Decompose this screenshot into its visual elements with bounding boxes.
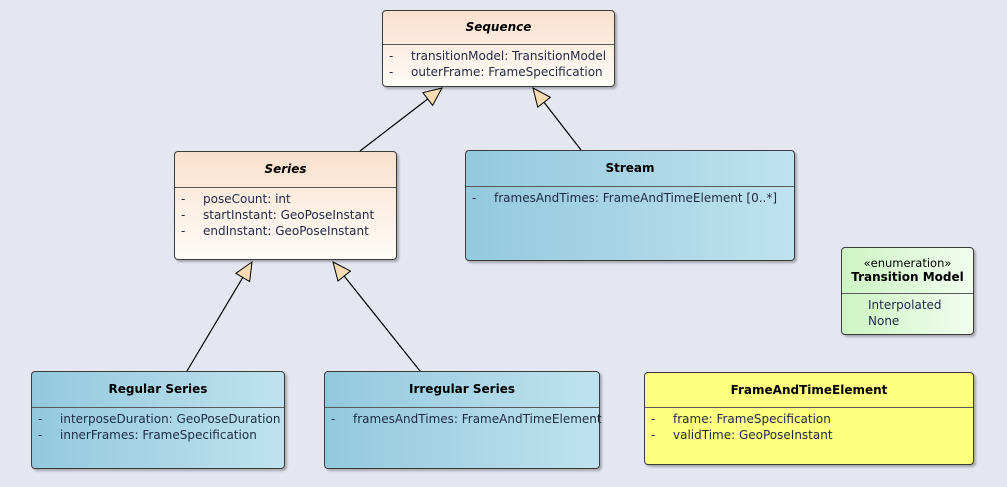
visibility-marker: - bbox=[389, 65, 394, 79]
attribute-text: interposeDuration: GeoPoseDuration bbox=[60, 412, 281, 426]
attribute-row: - outerFrame: FrameSpecification bbox=[383, 64, 614, 80]
generalization-arrowhead bbox=[332, 261, 352, 282]
visibility-marker: - bbox=[651, 428, 656, 442]
generalization-line bbox=[359, 98, 429, 152]
visibility-marker: - bbox=[472, 191, 477, 205]
attribute-text: poseCount: int bbox=[203, 192, 291, 206]
class-header: Regular Series bbox=[32, 372, 284, 408]
visibility-marker: - bbox=[331, 412, 336, 426]
attribute-text: framesAndTimes: FrameAndTimeElement [0..… bbox=[494, 191, 778, 205]
class-attributes: - poseCount: int - startInstant: GeoPoseIns… bbox=[175, 188, 396, 239]
class-series[interactable]: Series - poseCount: int - startInstant: GeoP… bbox=[174, 151, 397, 260]
class-stereotype: «enumeration» bbox=[863, 256, 952, 270]
attribute-text: frame: FrameSpecification bbox=[673, 412, 831, 426]
generalization-line bbox=[343, 275, 421, 372]
class-irregular-series[interactable]: Irregular Series - framesAndTimes: FrameAn… bbox=[324, 371, 602, 469]
class-attributes: - framesAndTimes: FrameAndTimeElement bbox=[325, 408, 602, 427]
class-attributes: - interposeDuration: GeoPoseDuration - inne… bbox=[32, 408, 284, 443]
attribute-text: innerFrames: FrameSpecification bbox=[60, 428, 257, 442]
class-name: Series bbox=[264, 162, 307, 176]
visibility-marker: - bbox=[651, 412, 656, 426]
enum-literal: Interpolated bbox=[868, 298, 942, 312]
attribute-text: validTime: GeoPoseInstant bbox=[673, 428, 833, 442]
attribute-text: framesAndTimes: FrameAndTimeElement bbox=[353, 412, 602, 426]
class-header: Irregular Series bbox=[325, 372, 599, 408]
generalization-arrowhead bbox=[234, 260, 253, 283]
attribute-row: - poseCount: int bbox=[175, 191, 396, 207]
class-name: Stream bbox=[605, 161, 655, 175]
class-name: Transition Model bbox=[851, 270, 964, 284]
class-name: FrameAndTimeElement bbox=[730, 382, 888, 397]
visibility-marker: - bbox=[181, 224, 186, 238]
attribute-row: - endInstant: GeoPoseInstant bbox=[175, 223, 396, 239]
generalization-line bbox=[543, 101, 582, 151]
attribute-row: - startInstant: GeoPoseInstant bbox=[175, 207, 396, 223]
class-attributes: - transitionModel: TransitionModel - outerF… bbox=[383, 45, 614, 80]
attribute-row: - validTime: GeoPoseInstant bbox=[645, 427, 973, 443]
class-attributes: - framesAndTimes: FrameAndTimeElement [0.… bbox=[466, 187, 794, 206]
class-sequence[interactable]: Sequence - transitionModel: TransitionMode… bbox=[382, 10, 615, 87]
class-regular-series[interactable]: Regular Series - interposeDuration: GeoPos… bbox=[31, 371, 285, 469]
class-header: Sequence bbox=[383, 11, 614, 45]
generalization-line bbox=[186, 277, 244, 372]
attribute-row: - framesAndTimes: FrameAndTimeElement bbox=[325, 411, 602, 427]
class-name: Regular Series bbox=[108, 382, 208, 396]
attribute-row: - framesAndTimes: FrameAndTimeElement [0.… bbox=[466, 190, 794, 206]
attribute-row: - interposeDuration: GeoPoseDuration bbox=[32, 411, 284, 427]
visibility-marker: - bbox=[38, 428, 43, 442]
attribute-text: transitionModel: TransitionModel bbox=[411, 49, 607, 63]
attribute-text: outerFrame: FrameSpecification bbox=[411, 65, 603, 79]
class-name: Sequence bbox=[465, 20, 532, 34]
visibility-marker: - bbox=[181, 192, 186, 206]
attribute-text: startInstant: GeoPoseInstant bbox=[203, 208, 375, 222]
class-header: «enumeration»Transition Model bbox=[842, 248, 973, 294]
class-header: FrameAndTimeElement bbox=[645, 373, 973, 408]
generalization-arrowhead bbox=[421, 87, 443, 107]
class-stream[interactable]: Stream - framesAndTimes: FrameAndTimeEleme… bbox=[465, 150, 795, 261]
enum-literal: None bbox=[868, 314, 900, 328]
attribute-row: - frame: FrameSpecification bbox=[645, 411, 973, 427]
attribute-row: - innerFrames: FrameSpecification bbox=[32, 427, 284, 443]
class-name: Irregular Series bbox=[409, 382, 515, 396]
visibility-marker: - bbox=[181, 208, 186, 222]
class-header: Series bbox=[175, 152, 396, 188]
class-attributes: - frame: FrameSpecification - validTime: Ge… bbox=[645, 408, 973, 443]
visibility-marker: - bbox=[389, 49, 394, 63]
class-header: Stream bbox=[466, 151, 794, 187]
class-frame-and-time-element[interactable]: FrameAndTimeElement - frame: FrameSpecific… bbox=[644, 372, 974, 465]
visibility-marker: - bbox=[38, 412, 43, 426]
attribute-text: endInstant: GeoPoseInstant bbox=[203, 224, 369, 238]
generalization-arrowhead bbox=[532, 87, 552, 108]
attribute-row: - transitionModel: TransitionModel bbox=[383, 48, 614, 64]
